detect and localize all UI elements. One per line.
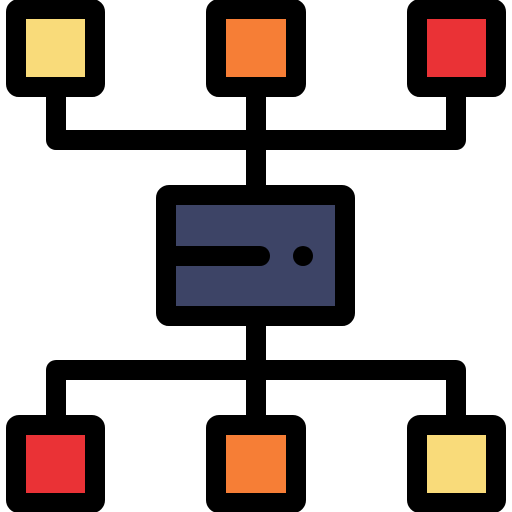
node-top-center [206, 0, 306, 97]
node-top-left [6, 0, 105, 97]
server-status-light [293, 246, 313, 266]
connector-bottom-bus [46, 360, 466, 435]
connectors [46, 76, 466, 435]
node-bottom-center [206, 415, 306, 512]
node-bottom-left [6, 415, 105, 512]
node-top-right [407, 0, 506, 97]
node-bottom-right [407, 415, 506, 512]
